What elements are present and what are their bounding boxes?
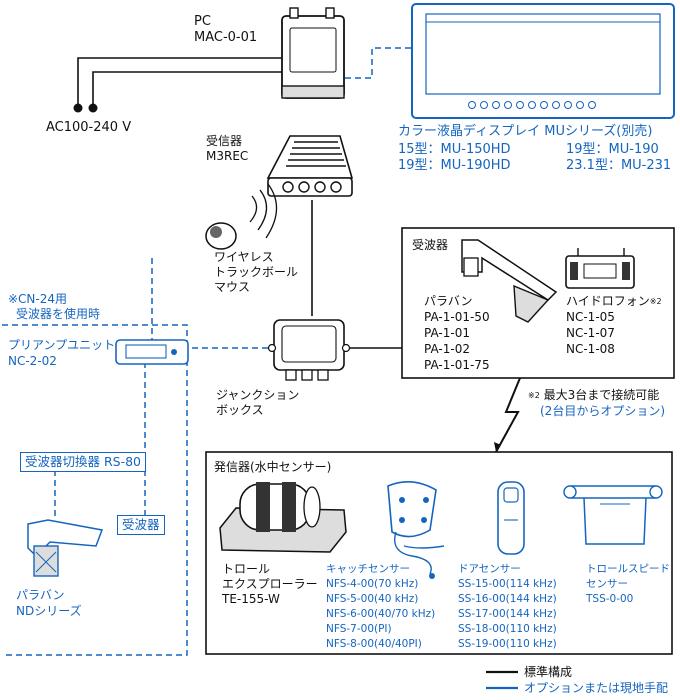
note2-line2: (2台目からオプション)	[540, 404, 665, 418]
door-title: ドアセンサー	[458, 563, 521, 575]
mouse-label: トラックボール	[214, 265, 299, 279]
catch-model: NFS-8-00(40/40PI)	[326, 638, 422, 650]
cn24-option-frame	[2, 324, 188, 656]
legend-option-label: オプションまたは現地手配	[524, 681, 669, 695]
parabola-model: PA-1-01	[424, 326, 470, 340]
catch-model: NFS-7-00(PI)	[326, 623, 392, 635]
hydrophone-title: ハイドロフォン※2	[566, 294, 662, 308]
pc-model: MAC-0-01	[194, 30, 258, 45]
preamp-model: NC-2-02	[8, 354, 57, 368]
speed-sensor-label: センサー	[586, 578, 628, 590]
trawl-explorer-model: TE-155-W	[222, 592, 280, 606]
transducer-box-frame	[401, 227, 675, 379]
power-cable-b	[92, 71, 282, 104]
transmitter-title: 発信器(水中センサー)	[214, 460, 332, 474]
junction-label: ボックス	[216, 403, 264, 417]
junction-label: ジャンクション	[216, 388, 300, 402]
pc-display-cable	[345, 47, 412, 79]
trawl-speed-sensor-icon	[563, 485, 663, 545]
transducer-title: 受波器	[412, 238, 449, 252]
mouse-icon	[205, 222, 237, 250]
note2-line1: ※2 最大3台まで接続可能	[528, 388, 660, 402]
preamp-label: プリアンプユニット	[8, 338, 116, 352]
display-title: カラー液晶ディスプレイ MUシリーズ(別売)	[398, 124, 653, 139]
hydrophone-icon	[565, 248, 635, 289]
hydrophone-model: NC-1-05	[566, 310, 615, 324]
nd-parabola-icon	[27, 519, 104, 577]
receiver-unit-icon	[266, 135, 354, 197]
junction-box-icon	[267, 319, 351, 381]
parabola-icon	[461, 239, 558, 323]
receiver-model: M3REC	[206, 149, 249, 163]
mouse-label: ワイヤレス	[214, 250, 274, 264]
door-model: SS-15-00(114 kHz)	[458, 578, 557, 590]
rs80-switch-box: 受波器切換器 RS-80	[20, 452, 147, 472]
parabola-title: パラバン	[424, 294, 473, 308]
power-label: AC100-240 V	[46, 120, 132, 135]
receiver-label: 受信器	[206, 134, 243, 148]
legend-standard-label: 標準構成	[524, 665, 573, 679]
wireless-link-icon	[495, 377, 521, 453]
display-model: 19型：MU-190HD	[398, 158, 511, 173]
hydrophone-model: NC-1-07	[566, 326, 615, 340]
speed-sensor-label: トロールスピード	[586, 563, 670, 575]
nd-parabola-label: パラバン	[16, 588, 65, 602]
catch-model: NFS-5-00(40 kHz)	[326, 593, 419, 605]
door-model: SS-17-00(144 kHz)	[458, 608, 557, 620]
display-model: 23.1型：MU-231	[566, 158, 672, 173]
parabola-model: PA-1-02	[424, 342, 470, 356]
catch-model: NFS-6-00(40/70 kHz)	[326, 608, 436, 620]
nd-parabola-label: NDシリーズ	[16, 604, 82, 618]
note2-mark: ※2	[528, 391, 540, 400]
plug-pin-icon	[73, 103, 83, 113]
display-model: 19型：MU-190	[566, 142, 659, 157]
door-model: SS-16-00(144 kHz)	[458, 593, 557, 605]
receiver-small-box: 受波器	[117, 515, 165, 535]
transmitter-box-frame	[205, 451, 673, 655]
mouse-label: マウス	[214, 280, 251, 294]
preamp-unit-icon	[115, 339, 189, 365]
trawl-explorer-label: トロール	[222, 562, 271, 576]
power-cable-a	[77, 57, 282, 104]
plug-pin-icon	[88, 103, 98, 113]
cn24-note: 受波器を使用時	[16, 307, 101, 321]
door-sensor-icon	[497, 481, 525, 555]
door-model: SS-19-00(110 kHz)	[458, 638, 557, 650]
cn24-note: ※CN-24用	[8, 292, 68, 306]
parabola-model: PA-1-01-75	[424, 358, 490, 372]
hydrophone-mark: ※2	[649, 297, 662, 306]
catch-model: NFS-4-00(70 kHz)	[326, 578, 419, 590]
parabola-model: PA-1-01-50	[424, 310, 490, 324]
hydrophone-model: NC-1-08	[566, 342, 615, 356]
display-model: 15型：MU-150HD	[398, 142, 511, 157]
trawl-explorer-icon	[219, 482, 347, 553]
pc-unit-icon	[281, 7, 345, 99]
wireless-signal-icon	[249, 183, 278, 239]
standard-cables	[77, 57, 402, 349]
display-icon	[411, 3, 675, 119]
pc-label: PC	[194, 14, 211, 29]
door-model: SS-18-00(110 kHz)	[458, 623, 557, 635]
catch-title: キャッチセンサー	[326, 563, 410, 575]
catch-sensor-icon	[387, 481, 445, 579]
trawl-explorer-label: エクスプローラー	[222, 577, 318, 591]
speed-sensor-model: TSS-0-00	[586, 593, 634, 605]
